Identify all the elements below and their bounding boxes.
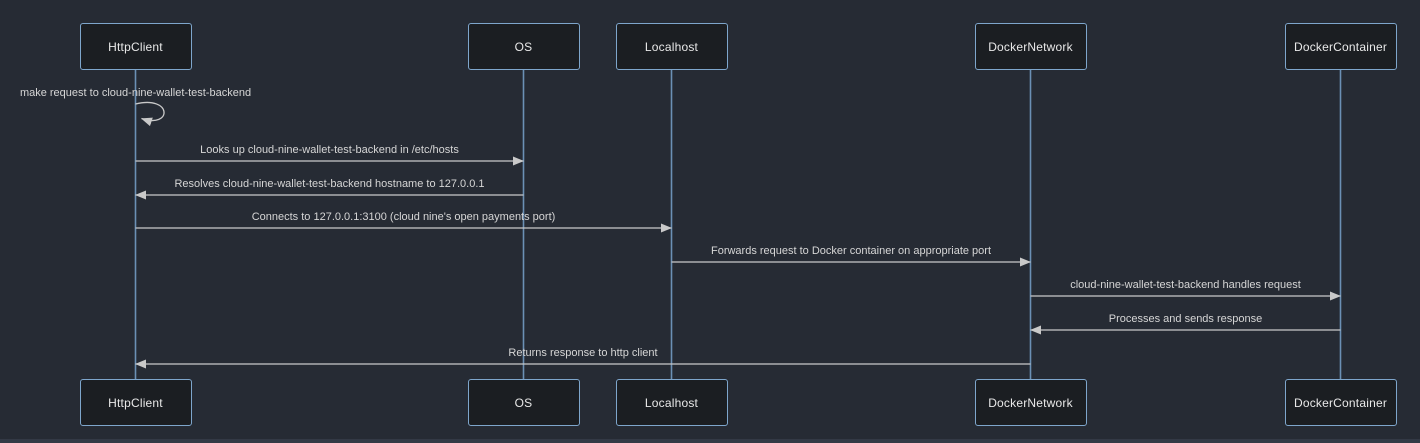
actor-box-httpclient-top: HttpClient bbox=[79, 23, 192, 70]
message-label-7: Returns response to http client bbox=[508, 347, 658, 359]
message-label-4: Forwards request to Docker container on … bbox=[710, 245, 992, 257]
actor-box-dockernetwork-top: DockerNetwork bbox=[974, 23, 1087, 70]
message-label-1: Looks up cloud-nine-wallet-test-backend … bbox=[200, 144, 459, 156]
actor-box-httpclient-bottom: HttpClient bbox=[79, 379, 192, 426]
actor-label: DockerNetwork bbox=[988, 395, 1073, 410]
message-label-6: Processes and sends response bbox=[1108, 313, 1263, 325]
actor-label: HttpClient bbox=[108, 39, 163, 54]
message-label-5: cloud-nine-wallet-test-backend handles r… bbox=[1070, 279, 1301, 291]
actor-box-dockercontainer-bottom: DockerContainer bbox=[1284, 379, 1397, 426]
actor-label: DockerContainer bbox=[1293, 395, 1388, 410]
message-label-0: make request to cloud-nine-wallet-test-b… bbox=[19, 87, 252, 99]
self-message-arrow bbox=[135, 101, 165, 127]
actor-box-os-top: OS bbox=[467, 23, 580, 70]
message-label-3: Connects to 127.0.0.1:3100 (cloud nine's… bbox=[251, 211, 556, 223]
actor-box-dockernetwork-bottom: DockerNetwork bbox=[974, 379, 1087, 426]
actor-box-os-bottom: OS bbox=[467, 379, 580, 426]
actor-label: OS bbox=[514, 395, 533, 410]
bottom-strip bbox=[0, 439, 1420, 443]
actor-box-localhost-top: Localhost bbox=[615, 23, 728, 70]
actor-label: OS bbox=[514, 39, 533, 54]
actor-box-dockercontainer-top: DockerContainer bbox=[1284, 23, 1397, 70]
actor-label: HttpClient bbox=[108, 395, 163, 410]
actor-label: Localhost bbox=[644, 39, 699, 54]
message-label-2: Resolves cloud-nine-wallet-test-backend … bbox=[174, 178, 485, 190]
actor-label: DockerContainer bbox=[1293, 39, 1388, 54]
actor-box-localhost-bottom: Localhost bbox=[615, 379, 728, 426]
actor-label: Localhost bbox=[644, 395, 699, 410]
actor-label: DockerNetwork bbox=[988, 39, 1073, 54]
